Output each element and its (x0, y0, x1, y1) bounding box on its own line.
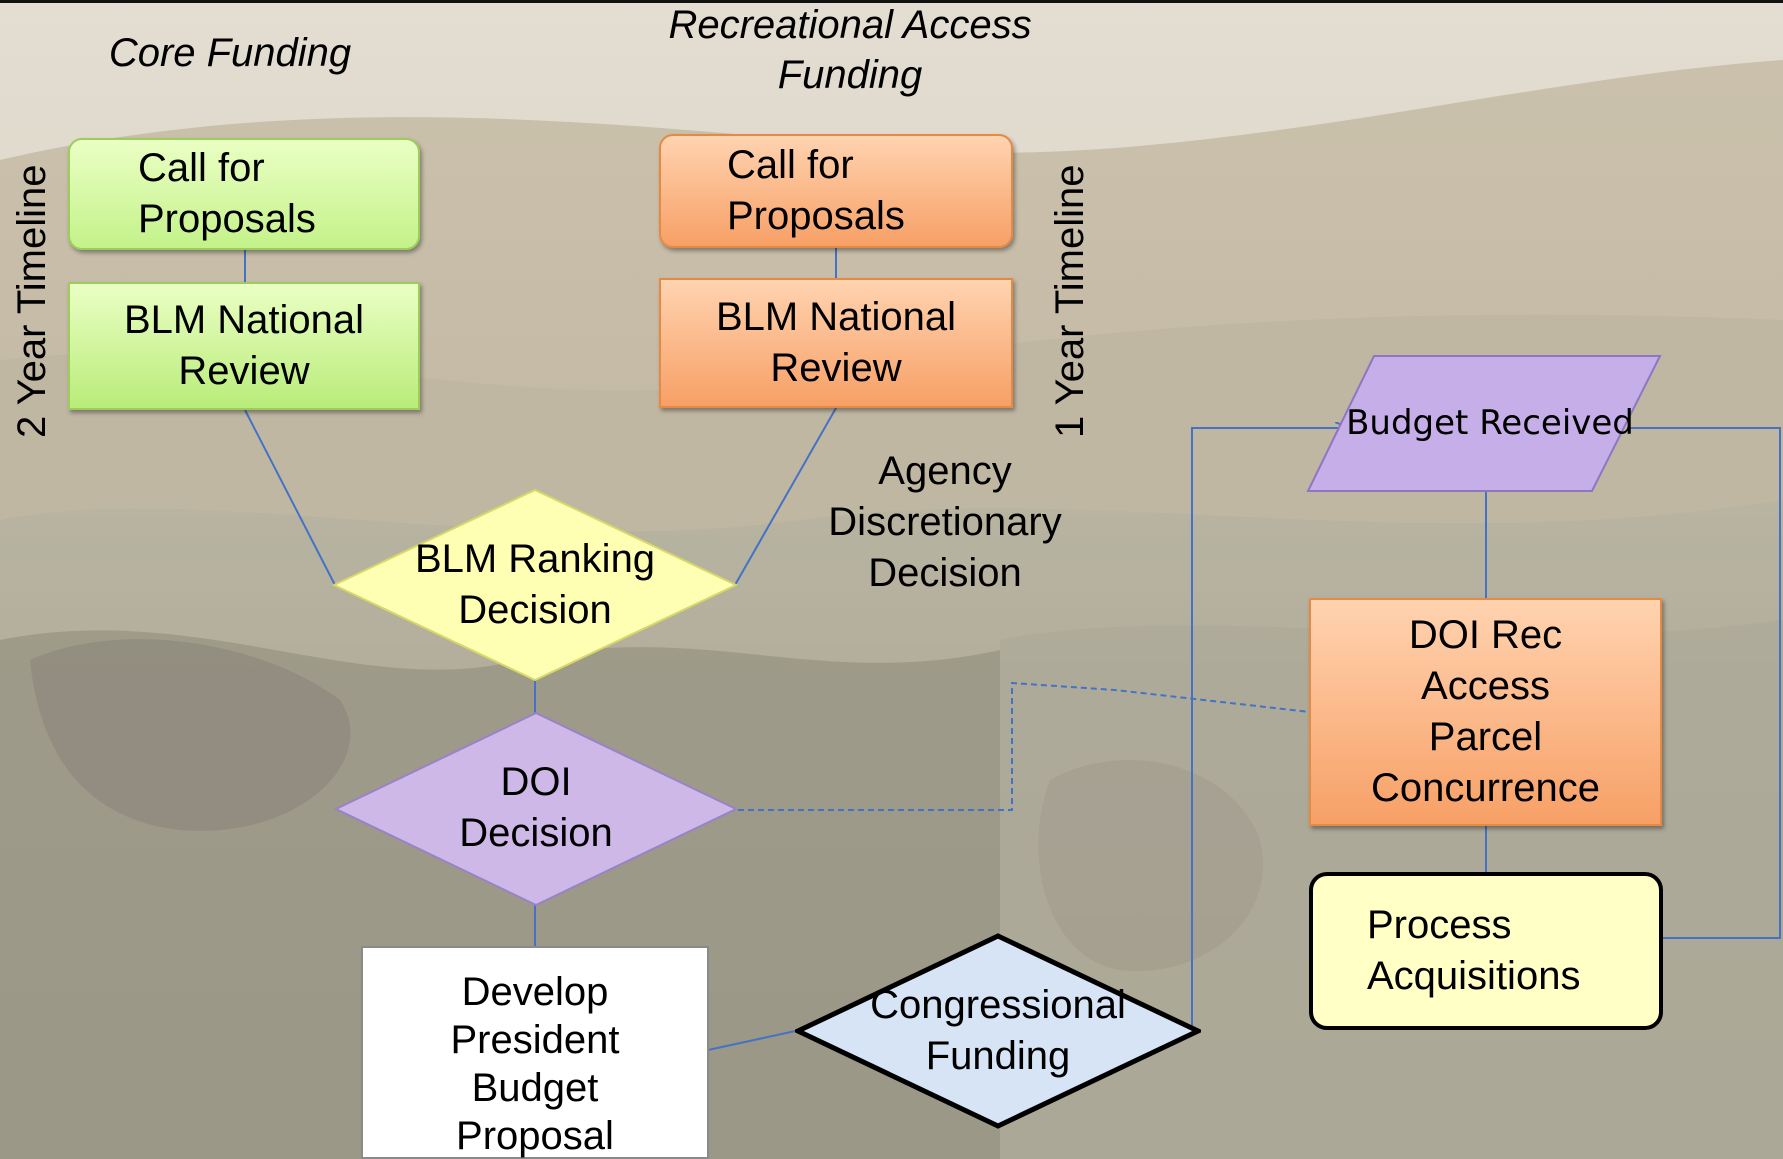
connector-develop-to-congress (707, 1029, 801, 1051)
congressional-funding-diamond (795, 933, 1201, 1129)
two-year-timeline-label: 2 Year Timeline (10, 164, 54, 438)
core-blm-national-review-box: BLM National Review (68, 282, 420, 410)
budget-received-label: Budget Received (1346, 403, 1634, 444)
rec-call-for-proposals-box: Call for Proposals (659, 134, 1013, 248)
connector-core-review-to-ranking (244, 409, 336, 586)
connector-rec-review-to-ranking (734, 407, 837, 586)
process-acquisitions-box: Process Acquisitions (1309, 872, 1663, 1030)
recreational-access-funding-header: Recreational Access Funding (668, 3, 1032, 97)
core-funding-header: Core Funding (108, 31, 352, 75)
doi-decision-diamond (334, 711, 738, 907)
develop-president-budget-proposal-box: Develop President Budget Proposal (361, 946, 709, 1159)
doi-decision-label: DOI Decision (459, 760, 613, 855)
one-year-timeline-label: 1 Year Timeline (1048, 164, 1092, 438)
congressional-funding-label: Congressional Funding (870, 983, 1126, 1078)
budget-received-parallelogram (1306, 355, 1662, 492)
core-call-for-proposals-box: Call for Proposals (68, 138, 420, 250)
connector-process-loop-back (1630, 427, 1781, 939)
blm-ranking-decision-label: BLM Ranking Decision (414, 537, 656, 632)
doi-rec-access-parcel-concurrence-box: DOI Rec Access Parcel Concurrence (1309, 598, 1662, 826)
blm-ranking-decision-diamond (332, 488, 738, 682)
agency-discretionary-decision-note: Agency Discretionary Decision (828, 449, 1062, 595)
rec-blm-national-review-box: BLM National Review (659, 278, 1013, 408)
dashed-connector-doi-to-concurrence (738, 681, 1311, 811)
